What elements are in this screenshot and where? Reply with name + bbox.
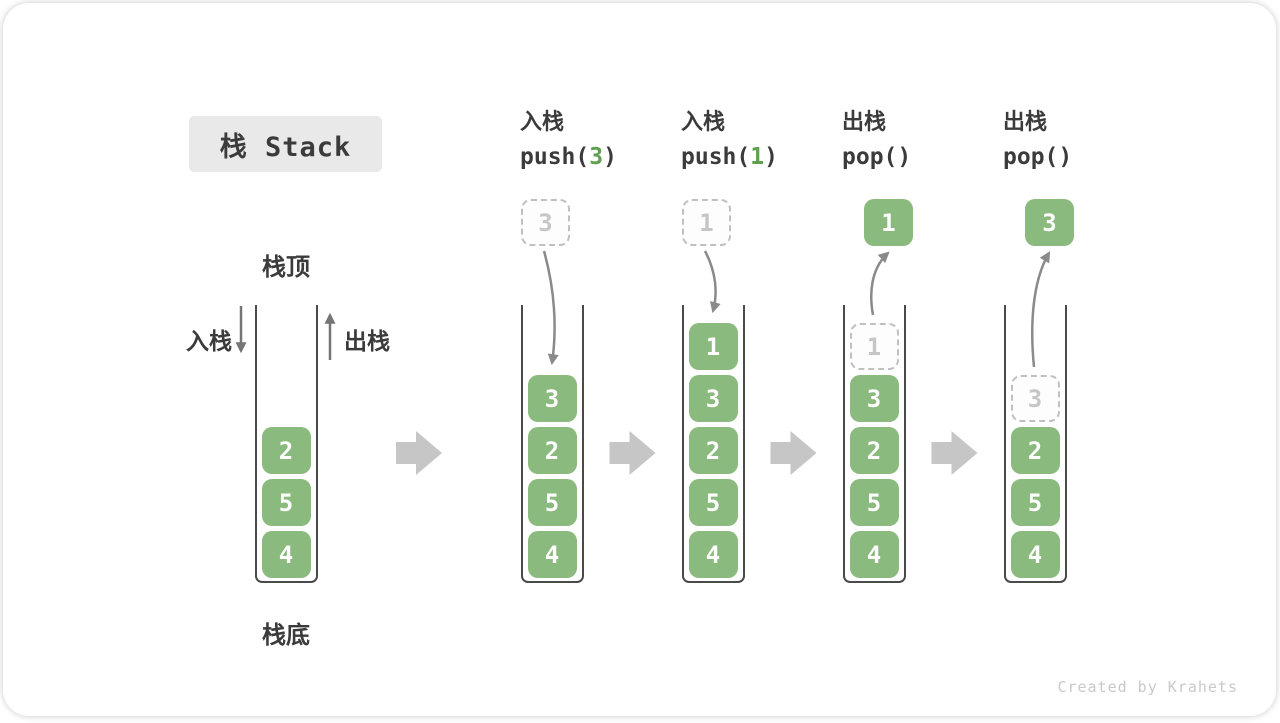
pushed-value-box: 1: [682, 199, 731, 246]
stack-cell: 2: [527, 427, 577, 474]
stack-cell: 5: [688, 479, 738, 526]
pushed-value-box: 3: [521, 199, 570, 246]
operation-title: 入栈: [520, 109, 565, 134]
operation-code: push(1): [681, 144, 778, 170]
stack-container: [842, 305, 906, 583]
stack-cell: 3: [527, 375, 577, 422]
stack-cell: 5: [261, 479, 311, 526]
stack-top-label: 栈顶: [262, 254, 310, 281]
popped-value-box: 3: [1025, 199, 1074, 246]
pop-direction-label: 出栈: [344, 328, 390, 354]
operation-argument: 3: [589, 144, 604, 170]
stack-bottom-label: 栈底: [262, 622, 310, 649]
stack-cell: 4: [261, 531, 311, 578]
stack-cell: 4: [527, 531, 577, 578]
step-arrow-icon: [931, 431, 978, 475]
title-badge: 栈 Stack: [189, 116, 382, 172]
stack-container: [254, 305, 318, 583]
stack-cell: 2: [688, 427, 738, 474]
step-arrow-icon: [396, 431, 442, 475]
stack-cell: 4: [688, 531, 738, 578]
operation-label: 入栈 push(1): [681, 109, 778, 171]
operation-title: 出栈: [842, 109, 887, 134]
stack-cell: 5: [527, 479, 577, 526]
popped-value-box: 1: [864, 199, 913, 246]
stack-cell: 1: [688, 323, 738, 370]
watermark: Created by Krahets: [1057, 678, 1238, 696]
operation-title: 出栈: [1003, 109, 1048, 134]
push-direction-label: 入栈: [186, 328, 232, 354]
push-curve-arrow: [703, 250, 721, 314]
stack-cell: 5: [1010, 479, 1060, 526]
stack-cell-ghost: 1: [849, 323, 899, 370]
operation-label: 出栈 pop(): [842, 109, 911, 171]
stack-container: [681, 305, 745, 583]
stack-cell: 3: [849, 375, 899, 422]
step-arrow-icon: [770, 431, 817, 475]
operation-code: pop(): [842, 144, 912, 170]
operation-code: push(3): [520, 144, 617, 170]
arrows-layer: [235, 250, 1051, 475]
stack-cell: 4: [849, 531, 899, 578]
operation-label: 入栈 push(3): [520, 109, 617, 171]
operation-title: 入栈: [681, 109, 726, 134]
stack-cell: 4: [1010, 531, 1060, 578]
stack-container: [520, 305, 584, 583]
stack-container: [1003, 305, 1067, 583]
operation-argument: 1: [750, 144, 765, 170]
stack-cell: 3: [688, 375, 738, 422]
stack-cell-ghost: 3: [1010, 375, 1060, 422]
operation-label: 出栈 pop(): [1003, 109, 1072, 171]
stack-cell: 5: [849, 479, 899, 526]
stack-cell: 2: [849, 427, 899, 474]
step-arrow-icon: [609, 431, 656, 475]
stack-cell: 2: [1010, 427, 1060, 474]
stack-cell: 2: [261, 427, 311, 474]
operation-code: pop(): [1003, 144, 1073, 170]
